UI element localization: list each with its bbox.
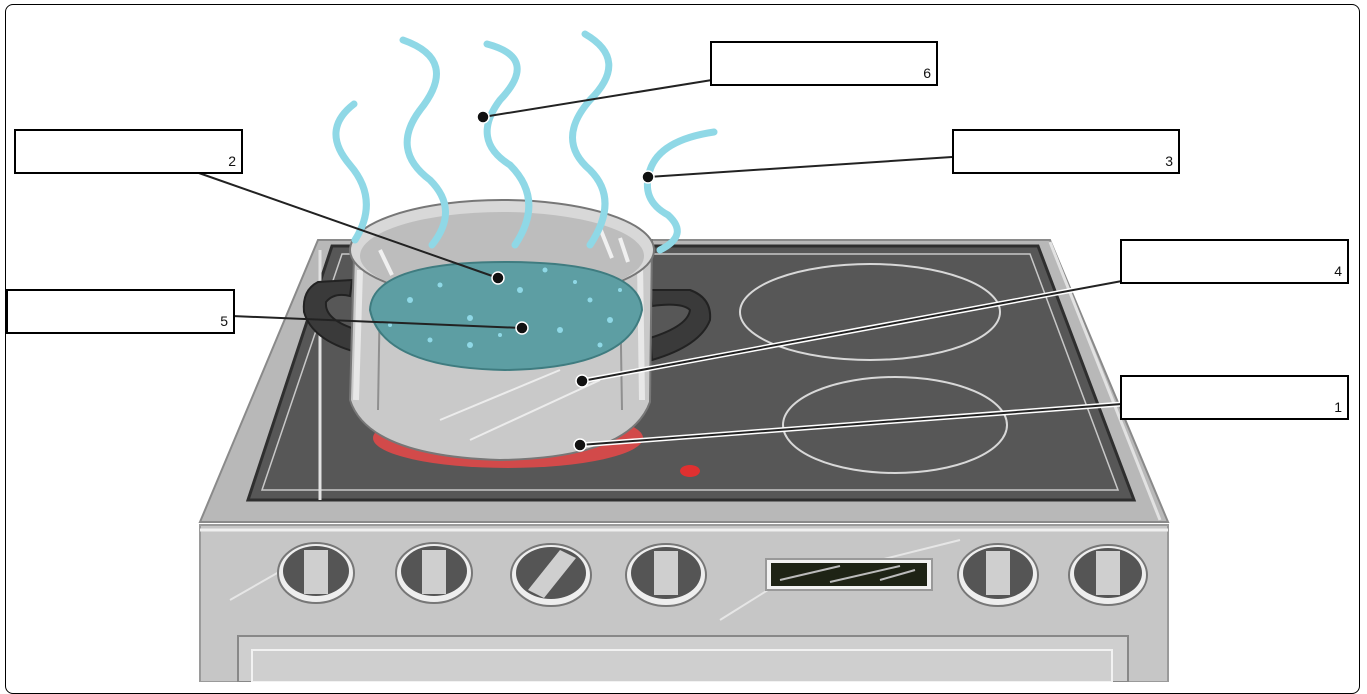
leader-dot-5 (516, 322, 528, 334)
leader-line-3 (648, 157, 952, 177)
knob-6 (1069, 545, 1147, 605)
knob-4 (626, 544, 706, 606)
label-number-2: 2 (228, 153, 236, 169)
knob-3 (511, 544, 591, 606)
knob-1 (278, 543, 354, 603)
leader-dot-1 (574, 439, 586, 451)
label-number-1: 1 (1334, 399, 1342, 415)
timer-display (766, 559, 932, 590)
label-number-4: 4 (1334, 263, 1342, 279)
label-box-4[interactable]: 4 (1120, 239, 1349, 284)
water (370, 262, 642, 370)
leader-dot-4 (576, 375, 588, 387)
label-box-6[interactable]: 6 (710, 41, 938, 86)
label-box-3[interactable]: 3 (952, 129, 1180, 174)
leader-line-6 (483, 80, 712, 117)
label-number-3: 3 (1165, 153, 1173, 169)
leader-dot-6 (477, 111, 489, 123)
label-box-1[interactable]: 1 (1120, 375, 1349, 420)
label-box-5[interactable]: 5 (6, 289, 235, 334)
label-box-2[interactable]: 2 (14, 129, 243, 174)
knob-2 (396, 543, 472, 603)
leader-dot-3 (642, 171, 654, 183)
knob-5 (958, 544, 1038, 606)
leader-dot-2 (492, 272, 504, 284)
label-number-6: 6 (923, 65, 931, 81)
label-number-5: 5 (220, 313, 228, 329)
indicator-light (680, 465, 700, 477)
